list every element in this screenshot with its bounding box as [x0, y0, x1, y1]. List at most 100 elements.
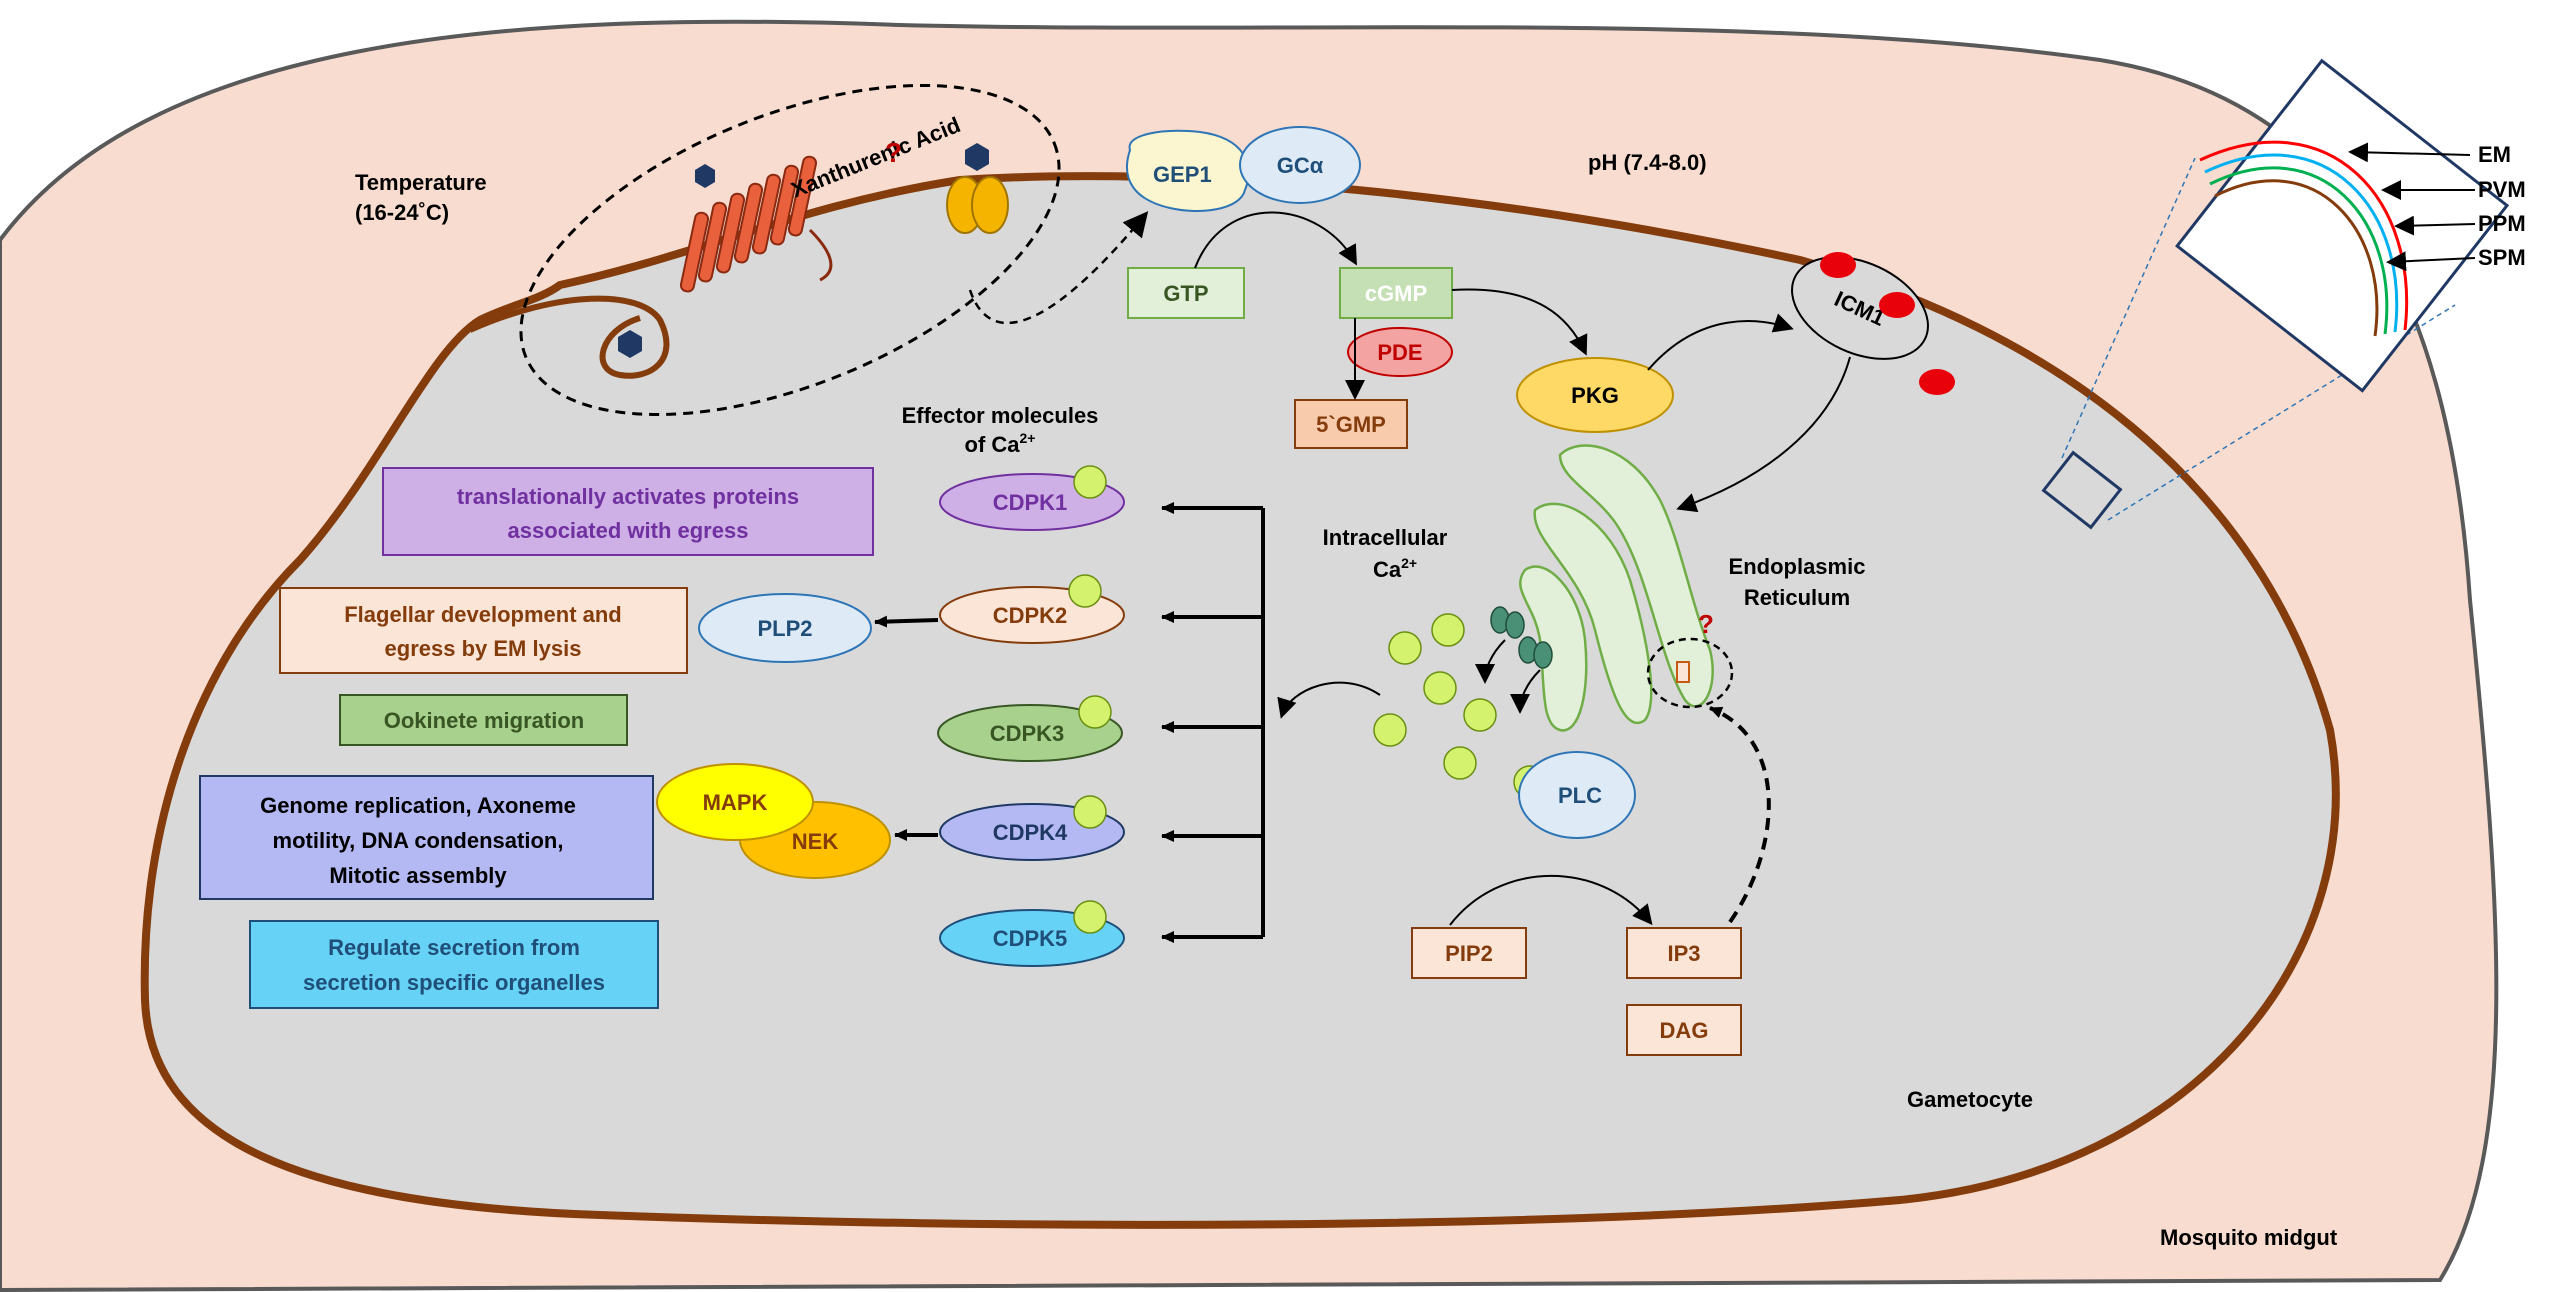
ph-label: pH (7.4-8.0): [1588, 150, 1707, 175]
cgmp-box: [1339, 267, 1453, 319]
em-label: EM: [2478, 142, 2511, 167]
arrow-icm1-to-er: [1676, 356, 1851, 513]
dag-box: [1626, 1004, 1742, 1056]
ip3-receptor-icon: [1676, 661, 1690, 683]
nek-label: NEK: [792, 829, 839, 854]
er-label-2: Reticulum: [1744, 585, 1850, 610]
ip3r-question-mark: ?: [1698, 609, 1714, 639]
pkg-enzyme: [1516, 357, 1674, 433]
arrow-ca-release: [1475, 639, 1506, 684]
five-gmp-box: [1294, 399, 1408, 449]
arrow-pip2-to-ip3: [1449, 874, 1653, 926]
receptor-7tm-icon: [679, 155, 833, 293]
plc-enzyme: [1518, 751, 1636, 839]
intracellular-ca-label-1: Intracellular: [1323, 525, 1448, 550]
pde-label: PDE: [1377, 340, 1422, 365]
plp2-label: PLP2: [757, 616, 812, 641]
effector-ca-base: of Ca: [965, 432, 1021, 457]
cdpk4-label: CDPK4: [993, 820, 1068, 845]
five-gmp-label: 5`GMP: [1316, 412, 1386, 437]
spm-label: SPM: [2478, 245, 2526, 270]
cdpk4-effect-line-1: Genome replication, Axoneme: [260, 793, 576, 818]
icm1-channel: [1791, 256, 1929, 360]
membrane-layers-inset: [2175, 58, 2510, 393]
effector-ca-sup: 2+: [1020, 430, 1036, 446]
cdpk2-effect-line-2: egress by EM lysis: [385, 636, 582, 661]
ip3-box: [1626, 927, 1742, 979]
gep1-label: GEP1: [1153, 162, 1212, 187]
arrow-ca-release: [1510, 669, 1541, 714]
gametocyte-cell: [140, 172, 2340, 1229]
cdpk3-enzyme: [937, 704, 1123, 762]
pkg-label: PKG: [1571, 383, 1619, 408]
icm1-cap: [1879, 292, 1915, 318]
cgmp-label: cGMP: [1365, 281, 1427, 306]
cdpk1-effect-box: [382, 467, 874, 556]
cdpk2-effect-line-1: Flagellar development and: [344, 602, 622, 627]
cdpk2-calcium-icon: [1068, 574, 1102, 608]
arrow-pkg-to-icm1: [1647, 313, 1794, 371]
cdpk5-effect-line-2: secretion specific organelles: [303, 970, 605, 995]
gep1-protein: [1125, 129, 1250, 212]
effector-heading-2: of Ca2+: [965, 430, 1036, 457]
channel-protein-icon: [946, 176, 1009, 234]
gtp-label: GTP: [1163, 281, 1208, 306]
pvm-label: PVM: [2478, 177, 2526, 202]
ip3-receptor-region: [1646, 637, 1734, 709]
pip2-label: PIP2: [1445, 941, 1493, 966]
intracellular-ca-sup: 2+: [1401, 555, 1417, 571]
cdpk1-label: CDPK1: [993, 490, 1068, 515]
cdpk3-calcium-icon: [1078, 695, 1112, 729]
ip3-label: IP3: [1667, 941, 1700, 966]
mosquito-midgut-label: Mosquito midgut: [2160, 1225, 2338, 1250]
temperature-label: Temperature: [355, 170, 487, 195]
membrane-zoom-region: [2041, 450, 2123, 530]
cdpk1-calcium-icon: [1073, 465, 1107, 499]
mapk-kinase: [656, 763, 814, 841]
cdpk4-calcium-icon: [1073, 795, 1107, 829]
cdpk5-label: CDPK5: [993, 926, 1068, 951]
er-channel-icon: [1490, 606, 1553, 669]
plp2-protein: [698, 593, 872, 663]
spm-pointer: [2386, 251, 2476, 272]
plc-label: PLC: [1558, 783, 1602, 808]
gametocyte-label: Gametocyte: [1907, 1087, 2033, 1112]
cdpk2-effect-box: [279, 587, 688, 674]
arrow-ip3-to-er: [1709, 706, 1771, 924]
arrow-cgmp-to-pkg: [1451, 288, 1588, 356]
gc-alpha-protein: [1239, 126, 1361, 204]
intracellular-ca-base: Ca: [1373, 557, 1402, 582]
cdpk4-effect-box: [199, 775, 654, 900]
xanthurenic-question-mark: ?: [885, 137, 902, 168]
receptor-region: [519, 83, 1061, 417]
xanthurenic-acid-molecule-icon: [618, 330, 642, 358]
arrow-calcium-to-effectors: [1277, 681, 1381, 719]
endoplasmic-reticulum: [1519, 444, 1714, 732]
xanthurenic-acid-molecule-icon: [965, 143, 989, 171]
xanthurenic-acid-molecule-icon: [695, 164, 715, 188]
cdpk4-effect-line-2: motility, DNA condensation,: [273, 828, 564, 853]
ppm-pointer: [2394, 215, 2476, 236]
ppm-label: PPM: [2478, 211, 2526, 236]
cdpk4-effect-line-3: Mitotic assembly: [329, 863, 507, 888]
cdpk3-effect-line-1: Ookinete migration: [384, 708, 584, 733]
icm1-cap: [1919, 369, 1955, 395]
cdpk1-effect-line-1: translationally activates proteins: [457, 484, 799, 509]
cdpk5-calcium-icon: [1073, 900, 1107, 934]
cdpk5-effect-box: [249, 920, 659, 1009]
gtp-box: [1127, 267, 1245, 319]
mapk-label: MAPK: [703, 790, 768, 815]
zoom-guide-line: [2061, 157, 2196, 459]
temperature-range-label: (16-24˚C): [355, 200, 449, 225]
dag-label: DAG: [1660, 1018, 1709, 1043]
membrane-invagination: [468, 295, 670, 379]
arrow-gtp-to-cgmp: [1194, 211, 1357, 269]
cdpk5-effect-line-1: Regulate secretion from: [328, 935, 580, 960]
arrow-cdpk2-to-plp2: [874, 615, 939, 628]
intracellular-ca-label-2: Ca2+: [1373, 555, 1417, 582]
cdpk1-effect-line-2: associated with egress: [508, 518, 749, 543]
arrow-region-to-gep1: [968, 211, 1149, 325]
cdpk3-label: CDPK3: [990, 721, 1065, 746]
er-label-1: Endoplasmic: [1729, 554, 1866, 579]
